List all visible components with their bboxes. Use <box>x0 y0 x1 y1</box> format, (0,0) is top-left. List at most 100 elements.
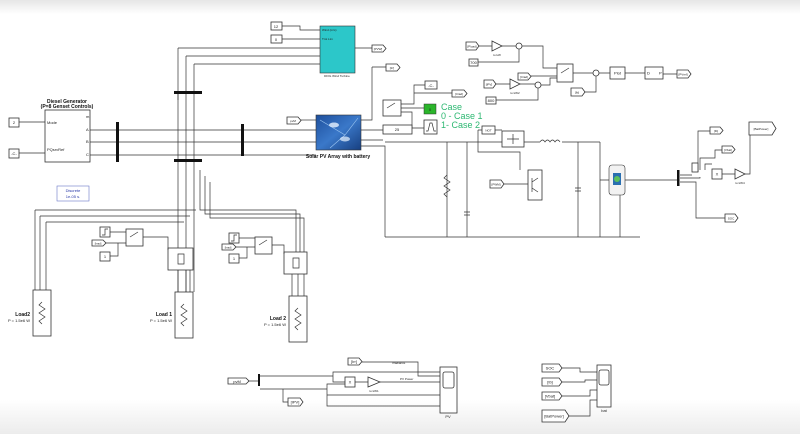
goto-vbat[interactable]: [Vbat] <box>721 145 736 154</box>
goto-irrad[interactable]: [Irrad] <box>451 89 468 98</box>
sum-block[interactable] <box>592 69 600 77</box>
generator-block[interactable] <box>44 109 91 163</box>
goto-pvref[interactable]: [PVref] <box>676 69 692 79</box>
diagram-part: [BatPower] <box>544 414 564 419</box>
not-block[interactable]: NOT <box>481 125 496 135</box>
diagram-part: pvM <box>233 379 241 384</box>
load-2-right[interactable]: Load 2 P = 1.5e6 W <box>264 295 308 343</box>
from-pvm-scope[interactable]: pvM <box>227 377 250 385</box>
diagram-part: D <box>647 71 650 76</box>
from-soc[interactable]: SOC <box>541 363 563 373</box>
minus-c-constant[interactable]: -C- <box>424 80 438 90</box>
dfig-wind-turbine-block[interactable]: Wind (m/s) Trot Lim DFIG Wind Turbine <box>319 25 356 78</box>
temp-constant[interactable]: 25 <box>382 124 413 135</box>
gain-to-kw2[interactable]: to kW2 <box>509 78 521 95</box>
const-700[interactable]: 700 <box>468 58 479 67</box>
goto-ib[interactable]: [Ib] <box>709 126 724 135</box>
from-pload[interactable]: [Pload] <box>465 41 480 51</box>
bat-scope[interactable]: bat <box>596 364 612 413</box>
step-block[interactable] <box>228 232 240 244</box>
from-irrad[interactable]: [Irrad] <box>517 72 532 81</box>
gain-to-kw4[interactable]: to kW4 <box>734 168 746 185</box>
diagram-part: Wind (m/s) <box>322 28 337 32</box>
gain-to-kw1[interactable]: to kW1 <box>367 376 382 393</box>
diagram-part: [PVW] <box>374 47 383 51</box>
multiport-switch[interactable] <box>556 63 574 83</box>
diagram-part: Load 2 <box>270 316 286 322</box>
from-pvm[interactable]: pvM <box>286 116 302 125</box>
from-irr-scope[interactable]: [Irr] <box>347 357 363 366</box>
from-ib[interactable]: [Ib] <box>570 87 586 97</box>
from-pwm[interactable]: [PWM] <box>489 179 505 189</box>
goto-soc[interactable]: SOC <box>724 213 739 223</box>
pulse-block[interactable] <box>423 119 438 135</box>
wire <box>282 25 372 49</box>
diode-bridge[interactable] <box>501 130 525 148</box>
const-1-load1[interactable]: 1 <box>99 251 111 262</box>
switch-block[interactable] <box>382 99 402 117</box>
load-2-left[interactable]: Load2 P = 1.5e6 W <box>8 289 52 337</box>
from-ipv[interactable]: [IPV] <box>483 79 497 89</box>
control-wires <box>478 45 677 101</box>
inductor <box>539 139 562 144</box>
load-1[interactable]: Load 1 P = 1.5e6 W <box>150 291 194 339</box>
diagram-part <box>540 140 562 144</box>
solar-pv-array-block[interactable]: Solar PV Array with battery <box>306 114 370 160</box>
wind-const-12[interactable]: 12 <box>270 21 283 31</box>
diagram-part <box>575 187 581 192</box>
diagram-part <box>734 168 746 180</box>
sum-block[interactable] <box>515 42 523 50</box>
product-block[interactable]: X <box>344 376 356 388</box>
diesel-generator[interactable]: Diesel Generator (P=8 Genset Controls) M… <box>41 99 94 163</box>
igbt-block[interactable] <box>527 169 543 201</box>
diagram-part <box>748 121 777 136</box>
diagram-part <box>177 253 185 265</box>
diagram-part <box>283 251 308 275</box>
const-1-load2[interactable]: 1 <box>228 253 240 264</box>
diagram-part <box>527 169 543 201</box>
wire <box>177 270 305 296</box>
from-vbat[interactable]: [Vbat] <box>541 391 563 401</box>
from-batpower[interactable]: [BatPower] <box>541 409 570 423</box>
step-block[interactable] <box>99 226 111 238</box>
goto-ipv[interactable]: [IPV] <box>287 397 304 407</box>
plot-block[interactable]: Plot <box>609 66 626 80</box>
sum-block[interactable] <box>534 81 542 89</box>
pv-scope[interactable]: PV <box>439 366 458 419</box>
from-irrad-load1[interactable]: [Irrad] <box>91 239 107 247</box>
mode-constant[interactable]: 2 <box>8 117 20 128</box>
const-800[interactable]: 800 <box>485 96 497 105</box>
case-constant[interactable]: 0 <box>423 103 437 115</box>
goto-irr[interactable]: [Irr] <box>385 63 401 72</box>
diagram-part: Load2 <box>15 312 30 318</box>
diagram-part <box>541 409 570 423</box>
diagram-part: [Ib] <box>575 91 579 95</box>
powergui-block[interactable]: Discrete 1e-05 s. <box>56 185 90 202</box>
goto-pvw[interactable]: [PVW] <box>371 44 387 53</box>
diagram-part: SOC <box>546 366 555 371</box>
diagram-part <box>721 145 736 154</box>
bus-selector[interactable] <box>677 170 680 186</box>
diagram-part <box>329 122 339 128</box>
diagram-part: Trot Lim <box>322 37 333 41</box>
demux[interactable] <box>258 374 260 386</box>
from-irrad-load2[interactable]: [Irrad] <box>221 243 237 251</box>
ref-constant[interactable]: -C- <box>8 148 20 159</box>
switch-load1[interactable] <box>125 228 144 247</box>
wire <box>562 367 597 417</box>
diagram-part <box>292 257 300 269</box>
battery-block[interactable] <box>608 164 626 196</box>
gain-to-kw[interactable]: to kW <box>491 40 503 57</box>
diagram-part <box>254 236 273 255</box>
breaker-1[interactable] <box>167 247 194 271</box>
from-ib-scope[interactable]: [Ib] <box>541 377 563 387</box>
memory-block[interactable] <box>691 162 699 173</box>
product-block[interactable]: X <box>711 168 723 180</box>
breaker-2[interactable] <box>283 251 308 275</box>
generator-subtitle: (P=8 Genset Controls) <box>41 104 94 110</box>
wind-const-0[interactable]: 0 <box>270 34 283 44</box>
switch-load2[interactable] <box>254 236 273 255</box>
goto-batpower[interactable]: [BatPower] <box>748 121 777 136</box>
